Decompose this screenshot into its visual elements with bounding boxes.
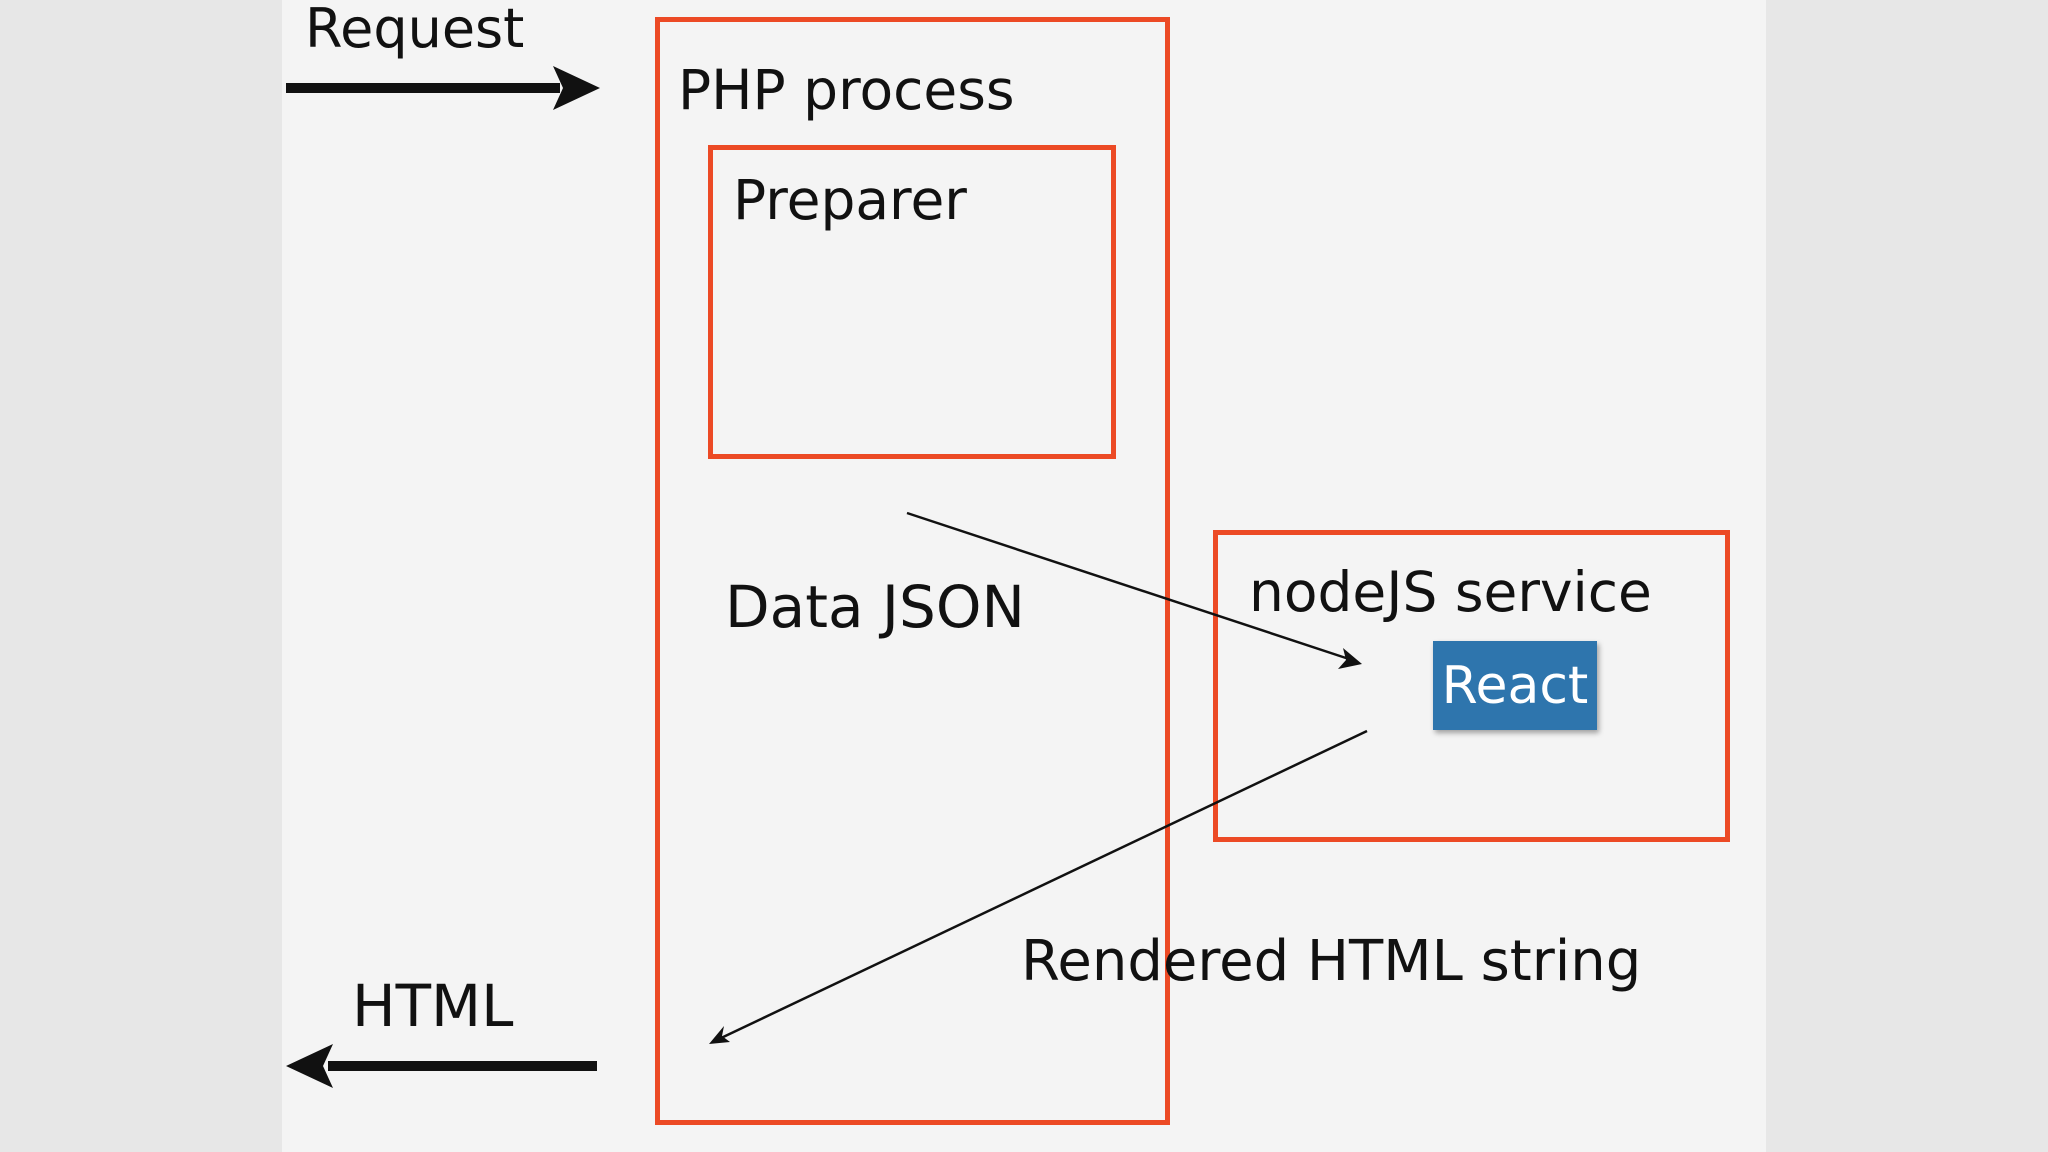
data-json-label: Data JSON [725,573,1025,641]
request-label: Request [305,0,525,60]
rendered-html-string-label: Rendered HTML string [1021,929,1642,994]
html-response-arrow [286,1044,597,1088]
nodejs-service-label: nodeJS service [1249,560,1652,624]
preparer-label: Preparer [733,168,967,232]
preparer-box [708,145,1116,459]
react-chip: React [1433,641,1597,730]
rendered-html-arrow [709,729,1368,1044]
request-arrow [286,66,600,110]
php-process-label: PHP process [678,58,1015,122]
slide-panel [282,0,1766,1152]
html-label: HTML [352,972,514,1040]
nodejs-service-box [1213,530,1730,842]
react-label: React [1441,655,1589,716]
php-process-box [655,17,1170,1125]
data-json-arrow [906,511,1362,669]
